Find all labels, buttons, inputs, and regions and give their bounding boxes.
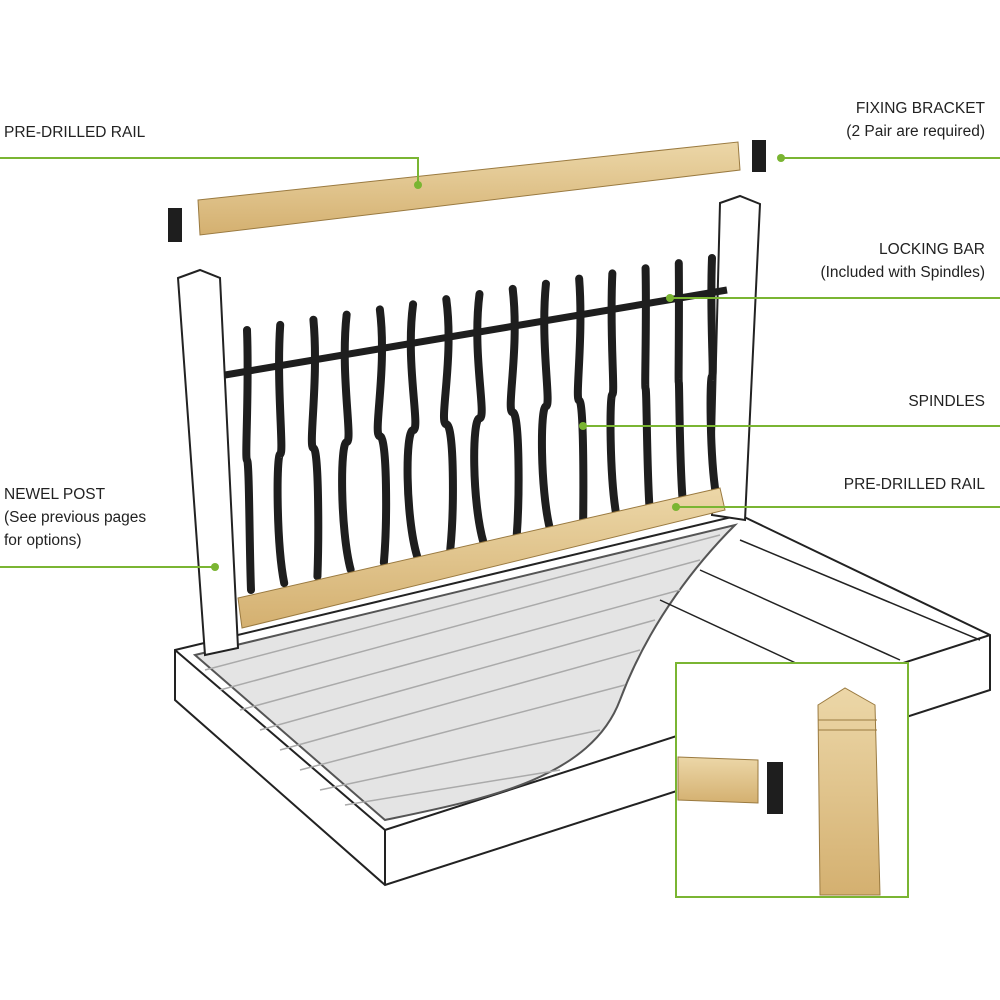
label-locking-bar: LOCKING BAR (Included with Spindles) xyxy=(820,238,985,284)
label-note: (2 Pair are required) xyxy=(846,123,985,140)
spindle xyxy=(470,290,488,547)
spindle xyxy=(706,254,720,499)
bottom-rail xyxy=(237,487,726,629)
spindle xyxy=(307,315,323,581)
callout-dots xyxy=(211,154,785,571)
label-spindles: SPINDLES xyxy=(908,393,985,410)
spindle xyxy=(338,310,355,574)
label-title: NEWEL POST xyxy=(4,486,106,503)
spindle xyxy=(641,264,654,513)
label-bottom-rail: PRE-DRILLED RAIL xyxy=(843,476,985,493)
label-note: for options) xyxy=(4,532,82,549)
top-rail xyxy=(197,141,741,236)
label-top-rail: PRE-DRILLED RAIL xyxy=(4,124,146,141)
newel-post-right xyxy=(710,194,762,522)
label-title: FIXING BRACKET xyxy=(855,100,985,117)
spindles xyxy=(242,254,720,594)
spindle xyxy=(674,259,687,506)
spindle xyxy=(506,284,523,540)
deck xyxy=(174,513,991,887)
spindle xyxy=(606,269,621,520)
spindle xyxy=(440,295,457,554)
spindle xyxy=(403,300,422,561)
callout-lines xyxy=(0,157,1000,568)
label-title: LOCKING BAR xyxy=(879,241,985,258)
fixing-bracket-left xyxy=(168,208,182,242)
label-newel-post: NEWEL POST (See previous pages for optio… xyxy=(4,483,146,552)
spindle xyxy=(573,274,588,527)
spindle xyxy=(273,320,289,588)
newel-post-left xyxy=(176,268,240,657)
label-note: (See previous pages xyxy=(4,509,147,526)
label-fixing-bracket: FIXING BRACKET (2 Pair are required) xyxy=(846,97,985,143)
fixing-bracket-right xyxy=(752,140,766,172)
label-note: (Included with Spindles) xyxy=(820,264,985,281)
spindle xyxy=(242,326,255,594)
inset-detail xyxy=(675,662,909,898)
spindle xyxy=(373,305,391,567)
spindle xyxy=(537,279,554,533)
